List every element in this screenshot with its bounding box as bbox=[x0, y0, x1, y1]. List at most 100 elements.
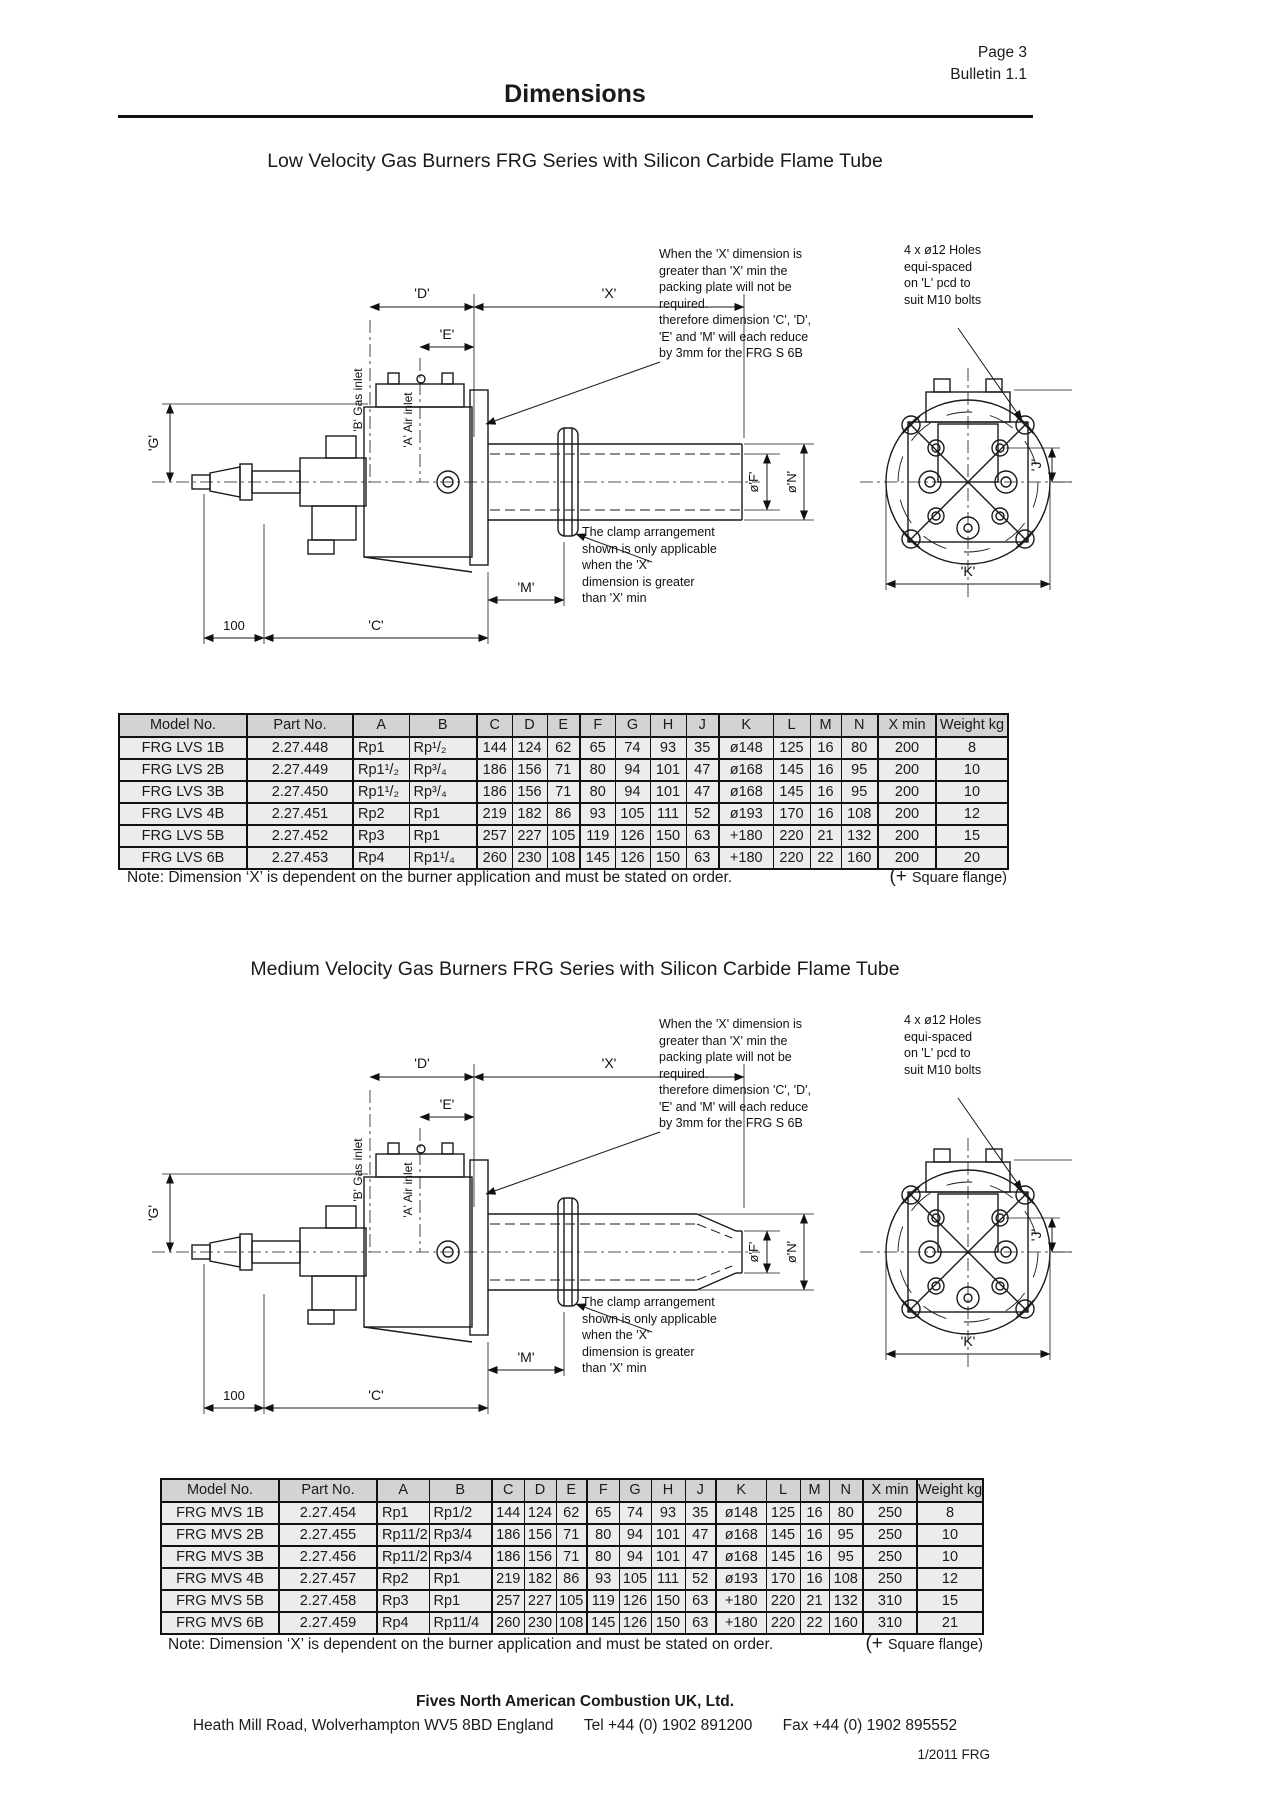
table-cell: 35 bbox=[685, 736, 720, 760]
table-cell: FRG MVS 1B bbox=[160, 1501, 280, 1525]
table-cell: 52 bbox=[684, 1567, 717, 1591]
table-cell: 126 bbox=[618, 1611, 652, 1635]
table-cell: 16 bbox=[799, 1567, 830, 1591]
table-cell: 105 bbox=[614, 802, 651, 826]
column-header: K bbox=[718, 713, 774, 738]
table-cell: 15 bbox=[916, 1589, 984, 1613]
table-cell: 119 bbox=[579, 824, 616, 848]
mvs-note: Note: Dimension ‘X’ is dependent on the … bbox=[168, 1636, 774, 1653]
table-cell: 10 bbox=[935, 780, 1009, 804]
table-cell: 80 bbox=[586, 1545, 620, 1569]
lvs-square-flange-note: (+Square flange) bbox=[889, 866, 1007, 887]
table-cell: 144 bbox=[491, 1501, 525, 1525]
page-number: Page 3 bbox=[977, 44, 1027, 61]
table-cell: 170 bbox=[772, 802, 811, 826]
column-header: D bbox=[511, 713, 548, 738]
table-cell: 16 bbox=[799, 1545, 830, 1569]
dim-label-c: 'C' bbox=[368, 1387, 383, 1403]
table-cell: 101 bbox=[649, 758, 687, 782]
footer-address-line: Heath Mill Road, Wolverhampton WV5 8BD E… bbox=[118, 1717, 1032, 1735]
table-cell: 86 bbox=[546, 802, 581, 826]
table-cell: 2.27.456 bbox=[278, 1545, 378, 1569]
table-cell: 2.27.449 bbox=[246, 758, 354, 782]
table-cell: 2.27.452 bbox=[246, 824, 354, 848]
table-cell: 21 bbox=[799, 1589, 830, 1613]
table-cell: ø168 bbox=[718, 780, 774, 804]
table-cell: Rp11/4 bbox=[428, 1611, 493, 1635]
table-cell: 182 bbox=[511, 802, 548, 826]
table-cell: 2.27.451 bbox=[246, 802, 354, 826]
table-cell: FRG LVS 5B bbox=[118, 824, 248, 848]
dim-label-g: 'G' bbox=[145, 1205, 161, 1221]
column-header: Weight kg bbox=[935, 713, 1009, 738]
gas-inlet-label: 'B' Gas inlet bbox=[351, 1138, 365, 1202]
table-cell: 95 bbox=[828, 1545, 864, 1569]
section1-title: Low Velocity Gas Burners FRG Series with… bbox=[267, 150, 883, 172]
table-cell: Rp3 bbox=[352, 824, 410, 848]
table-cell: 80 bbox=[579, 758, 616, 782]
dim-label-x: 'X' bbox=[602, 285, 617, 301]
dim-label-m: 'M' bbox=[517, 1349, 534, 1365]
dimension-lines bbox=[166, 303, 1056, 642]
table-cell: 156 bbox=[511, 758, 548, 782]
dim-label-n: ø'N' bbox=[784, 471, 799, 493]
table-cell: 2.27.455 bbox=[278, 1523, 378, 1547]
table-cell: 105 bbox=[618, 1567, 652, 1591]
table-cell: 16 bbox=[809, 802, 842, 826]
table-cell: 94 bbox=[614, 780, 651, 804]
table-cell: +180 bbox=[718, 846, 774, 870]
burner-side-view bbox=[191, 372, 743, 573]
column-header: C bbox=[476, 713, 513, 738]
table-cell: 105 bbox=[555, 1589, 588, 1613]
table-cell: 200 bbox=[877, 736, 937, 760]
footer-company: Fives North American Combustion UK, Ltd. bbox=[415, 1693, 735, 1710]
table-cell: 124 bbox=[511, 736, 548, 760]
lvs-technical-drawing: 'D' 'X' 'E' 'M' 'C' 100 'K' 'G' 'B' Gas … bbox=[112, 232, 1072, 682]
table-cell: 10 bbox=[916, 1523, 984, 1547]
footer-address: Heath Mill Road, Wolverhampton WV5 8BD E… bbox=[192, 1717, 554, 1734]
table-cell: Rp1 bbox=[428, 1567, 493, 1591]
table-cell: 80 bbox=[840, 736, 879, 760]
table-cell: 2.27.448 bbox=[246, 736, 354, 760]
table-cell: 200 bbox=[877, 824, 937, 848]
table-cell: 12 bbox=[916, 1567, 984, 1591]
table-cell: 219 bbox=[476, 802, 513, 826]
table-cell: 150 bbox=[649, 846, 687, 870]
table-cell: 132 bbox=[828, 1589, 864, 1613]
table-cell: 47 bbox=[684, 1523, 717, 1547]
table-cell: 250 bbox=[862, 1545, 918, 1569]
table-cell: 2.27.457 bbox=[278, 1567, 378, 1591]
table-cell: 80 bbox=[586, 1523, 620, 1547]
column-header: F bbox=[586, 1478, 620, 1503]
page-title: Dimensions bbox=[504, 80, 646, 108]
table-cell: Rp2 bbox=[376, 1567, 430, 1591]
table-cell: 200 bbox=[877, 802, 937, 826]
table-cell: ø148 bbox=[718, 736, 774, 760]
table-cell: 16 bbox=[799, 1501, 830, 1525]
column-header: Model No. bbox=[160, 1478, 280, 1503]
table-cell: 230 bbox=[523, 1611, 557, 1635]
dim-label-e: 'E' bbox=[440, 1096, 455, 1112]
lvs-note: Note: Dimension ‘X’ is dependent on the … bbox=[127, 869, 733, 886]
column-header: G bbox=[618, 1478, 652, 1503]
clamp-annotation: The clamp arrangement shown is only appl… bbox=[582, 1295, 717, 1375]
table-cell: 101 bbox=[649, 780, 687, 804]
table-cell: 95 bbox=[840, 780, 879, 804]
table-cell: 220 bbox=[772, 824, 811, 848]
table-cell: 35 bbox=[684, 1501, 717, 1525]
table-cell: 132 bbox=[840, 824, 879, 848]
table-cell: 63 bbox=[684, 1611, 717, 1635]
table-cell: 230 bbox=[511, 846, 548, 870]
table-cell: 93 bbox=[650, 1501, 686, 1525]
table-cell: 108 bbox=[828, 1567, 864, 1591]
table-cell: 22 bbox=[809, 846, 842, 870]
table-cell: ø168 bbox=[715, 1523, 767, 1547]
table-cell: Rp4 bbox=[376, 1611, 430, 1635]
dim-label-d: 'D' bbox=[414, 285, 429, 301]
table-cell: 160 bbox=[828, 1611, 864, 1635]
